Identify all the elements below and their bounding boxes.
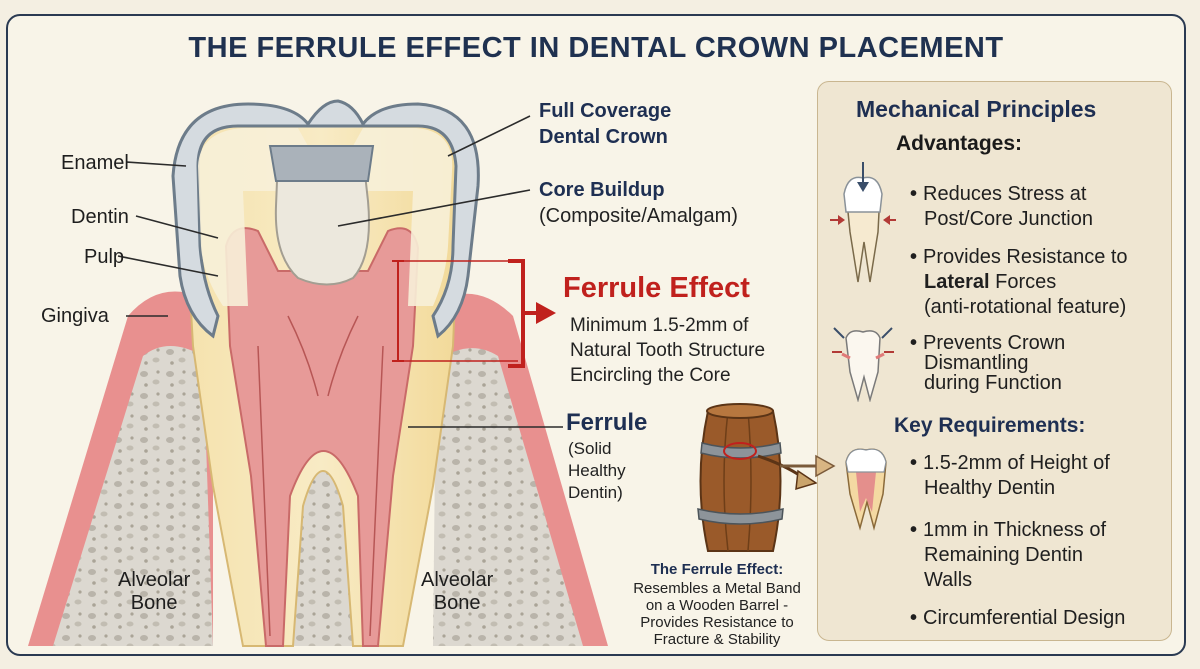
enamel-shape — [198, 128, 453, 306]
barrel-to-tooth-arrow — [780, 454, 836, 478]
label-core-buildup: Core Buildup (Composite/Amalgam) — [539, 179, 738, 227]
barrel-caption: Resembles a Metal Band on a Wooden Barre… — [633, 580, 801, 648]
label-ferrule: Ferrule — [566, 409, 648, 436]
dismantling-tooth-icon — [832, 327, 894, 402]
ferrule-effect-title: Ferrule Effect — [563, 272, 750, 304]
advantage-2: •Provides Resistance to Lateral Forces (… — [910, 246, 1128, 318]
label-core-buildup-sub: (Composite/Amalgam) — [539, 205, 738, 227]
barrel-caption-title: The Ferrule Effect: — [650, 561, 784, 578]
tooth-diagram — [28, 99, 608, 647]
ferrule-effect-desc: Minimum 1.5-2mm of Natural Tooth Structu… — [570, 315, 766, 386]
panel-title: Mechanical Principles — [856, 96, 1097, 122]
crown-shape — [171, 99, 480, 339]
advantages-title: Advantages: — [896, 132, 1023, 155]
leader-lines — [117, 115, 563, 428]
barrel-illustration — [697, 403, 818, 552]
requirement-tooth-icon — [845, 448, 887, 531]
requirement-3: •Circumferential Design — [910, 607, 1126, 629]
requirement-2: •1mm in Thickness of Remaining Dentin Wa… — [910, 519, 1107, 591]
ferrule-bracket — [392, 259, 556, 368]
label-pulp: Pulp — [84, 246, 125, 268]
advantage-1: •Reduces Stress at Post/Core Junction — [910, 183, 1093, 230]
mechanical-principles-panel: Mechanical Principles Advantages: •Reduc… — [817, 81, 1172, 641]
requirement-1: •1.5-2mm of Height of Healthy Dentin — [910, 452, 1110, 499]
infographic-frame: THE FERRULE EFFECT IN DENTAL CROWN PLACE… — [6, 14, 1186, 656]
stress-tooth-icon — [830, 162, 896, 283]
label-ferrule-sub: (Solid Healthy Dentin) — [568, 439, 626, 502]
label-gingiva: Gingiva — [41, 305, 109, 327]
pulp-shape — [224, 227, 420, 647]
label-enamel: Enamel — [61, 152, 129, 174]
label-dentin: Dentin — [71, 206, 129, 228]
requirements-title: Key Requirements: — [894, 414, 1086, 437]
core-buildup-shape — [268, 145, 375, 286]
advantage-3: •Prevents Crown Dismantling during Funct… — [910, 332, 1066, 394]
page-title: THE FERRULE EFFECT IN DENTAL CROWN PLACE… — [188, 32, 1004, 64]
